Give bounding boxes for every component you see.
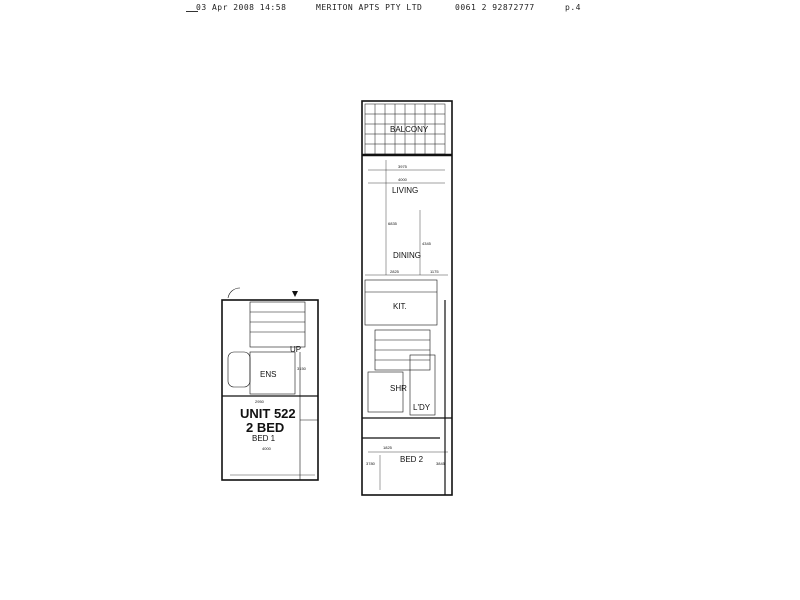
upper-level-fixtures <box>362 279 452 495</box>
dim-ensuite-width: 2950 <box>255 399 265 404</box>
fax-date-time: 03 Apr 2008 14:58 <box>196 3 287 12</box>
dim-balcony-width: 3975 <box>398 164 408 169</box>
lower-level-fixtures <box>222 287 318 480</box>
room-label-shower: SHR <box>390 384 407 393</box>
dim-bed2-c: 3845 <box>436 461 446 466</box>
fax-sender: MERITON APTS PTY LTD <box>316 3 423 12</box>
dim-kitchen-width: 2825 <box>390 269 400 274</box>
room-label-laundry: L'DY <box>413 403 431 412</box>
fax-page-number: p.4 <box>565 3 581 12</box>
header-rule <box>186 11 198 12</box>
dim-dining-depth: 4345 <box>422 241 432 246</box>
dimension-lines <box>365 160 448 490</box>
room-label-bed1: BED 1 <box>252 434 276 443</box>
upper-level-outline <box>361 100 453 496</box>
dim-bed2-a: 1825 <box>383 445 393 450</box>
balcony-tiles <box>364 103 446 155</box>
unit-number-label: UNIT 522 <box>240 406 296 421</box>
dim-bed2-b: 3780 <box>366 461 376 466</box>
lower-level-outline <box>221 299 319 481</box>
room-label-kitchen: KIT. <box>393 302 407 311</box>
dim-ensuite-depth: 3150 <box>297 366 307 371</box>
dim-living-depth: 6835 <box>388 221 398 226</box>
north-marker-icon <box>292 291 298 297</box>
room-label-living: LIVING <box>392 186 418 195</box>
dim-living-width: 4000 <box>398 177 408 182</box>
stairs-up-label: UP <box>290 345 301 354</box>
unit-type-label: 2 BED <box>246 420 284 435</box>
room-label-bed2: BED 2 <box>400 455 424 464</box>
fax-phone: 0061 2 92872777 <box>455 3 535 12</box>
room-label-dining: DINING <box>393 251 421 260</box>
room-label-balcony: BALCONY <box>390 125 429 134</box>
dim-kitchen-side: 1175 <box>430 269 439 274</box>
dim-bed1-width: 4000 <box>262 446 272 451</box>
room-label-ensuite: ENS <box>260 370 276 379</box>
